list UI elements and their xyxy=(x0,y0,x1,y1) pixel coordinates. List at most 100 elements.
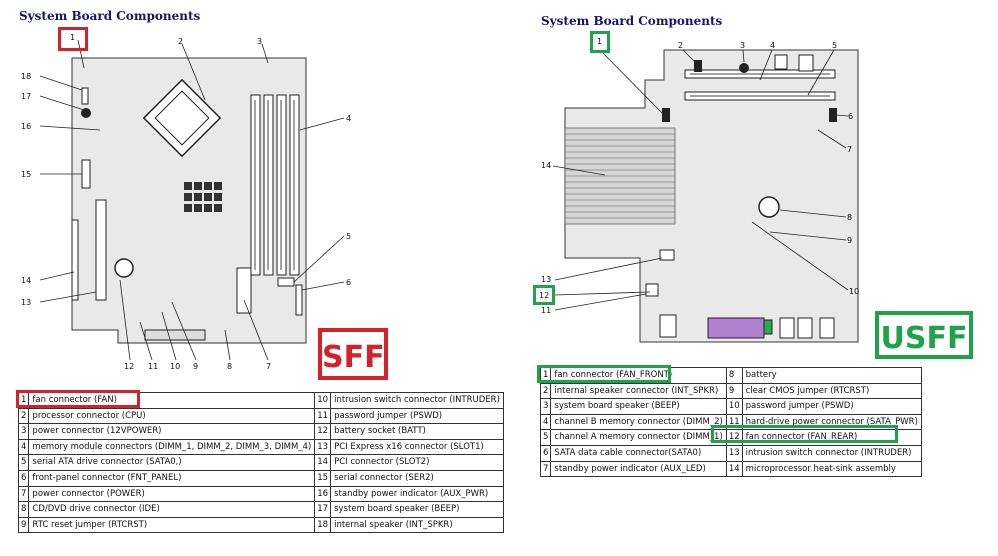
usff-callout-10: 10 xyxy=(849,287,859,296)
table-cell: 2 xyxy=(17,407,30,425)
table-cell: 3 xyxy=(17,423,30,440)
table-cell: internal speaker (INT_SPKR) xyxy=(330,516,504,534)
table-cell: 8 xyxy=(17,501,30,518)
usff-callout-13: 13 xyxy=(541,275,551,284)
table-cell: 12 xyxy=(314,423,332,440)
usff-callout-12: 12 xyxy=(539,291,549,300)
table-cell: 6 xyxy=(17,469,30,487)
table-cell: 5 xyxy=(17,454,30,471)
table-cell: 3 xyxy=(539,398,552,415)
usff-callout-3: 3 xyxy=(740,41,745,50)
usff-callout-4: 4 xyxy=(770,41,775,50)
table-cell: 18 xyxy=(314,516,332,534)
usff-callout-5: 5 xyxy=(832,41,837,50)
table-cell: 7 xyxy=(539,460,552,478)
sff-callout-8: 8 xyxy=(227,362,232,371)
table-cell: standby power indicator (AUX_PWR) xyxy=(330,485,504,503)
table-cell: 7 xyxy=(17,485,30,503)
sff-callout-6: 6 xyxy=(346,278,351,287)
usff-callout-1: 1 xyxy=(597,37,602,46)
usff-callout-1-highlight xyxy=(590,31,610,53)
table-cell: battery xyxy=(741,367,922,384)
sff-callout-9: 9 xyxy=(193,362,198,371)
table-cell: SATA data cable connector(SATA0) xyxy=(550,444,727,462)
cpu-socket xyxy=(142,78,222,158)
sff-callout-12: 12 xyxy=(124,362,134,371)
table-cell: RTC reset jumper (RTCRST) xyxy=(28,516,316,534)
table-cell: 9 xyxy=(725,382,743,400)
table-cell: standby power indicator (AUX_LED) xyxy=(550,460,727,478)
table-cell: 14 xyxy=(314,454,332,471)
usff-title: System Board Components xyxy=(541,14,723,28)
table-cell: CD/DVD drive connector (IDE) xyxy=(28,501,316,518)
table-cell: 13 xyxy=(725,444,743,462)
table-cell: 14 xyxy=(725,460,743,478)
usff-callout-9: 9 xyxy=(847,236,852,245)
usff-fan-front-row-highlight xyxy=(537,365,671,383)
table-cell: internal speaker connector (INT_SPKR) xyxy=(550,382,727,400)
usff-callout-2: 2 xyxy=(678,41,683,50)
table-cell: power connector (12VPOWER) xyxy=(28,423,316,440)
table-cell: 2 xyxy=(539,382,552,400)
sff-callout-14: 14 xyxy=(21,276,31,285)
table-cell: system board speaker (BEEP) xyxy=(550,398,727,415)
table-cell: 10 xyxy=(314,392,332,409)
usff-callout-11: 11 xyxy=(541,306,551,315)
table-cell: channel B memory connector (DIMM_2) xyxy=(550,413,727,431)
table-cell: 10 xyxy=(725,398,743,415)
table-cell: password jumper (PSWD) xyxy=(330,407,504,425)
sff-badge: SFF xyxy=(318,328,388,380)
sff-callout-17: 17 xyxy=(21,92,31,101)
table-cell: 6 xyxy=(539,444,552,462)
table-cell: 11 xyxy=(314,407,332,425)
table-cell: 4 xyxy=(539,413,552,431)
dimm-slots xyxy=(250,94,300,276)
table-cell: PCI Express x16 connector (SLOT1) xyxy=(330,438,504,456)
table-cell: intrusion switch connector (INTRUDER) xyxy=(330,392,504,409)
table-cell: password jumper (PSWD) xyxy=(741,398,922,415)
table-cell: serial connector (SER2) xyxy=(330,469,504,487)
sff-callout-10: 10 xyxy=(170,362,180,371)
sff-fan-row-highlight xyxy=(16,390,140,408)
sff-callout-18: 18 xyxy=(21,72,31,81)
table-cell: 9 xyxy=(17,516,30,534)
sff-title: System Board Components xyxy=(19,9,201,23)
sff-callout-13: 13 xyxy=(21,298,31,307)
sff-callout-1-highlight xyxy=(58,27,88,51)
usff-callout-12-highlight xyxy=(533,285,555,305)
usff-callout-7: 7 xyxy=(847,145,852,154)
table-cell: 13 xyxy=(314,438,332,456)
table-cell: 5 xyxy=(539,429,552,446)
sff-callout-2: 2 xyxy=(178,37,183,46)
chipset-block xyxy=(184,182,222,212)
usff-badge: USFF xyxy=(875,311,973,359)
table-cell: 16 xyxy=(314,485,332,503)
sff-callout-7: 7 xyxy=(266,362,271,371)
table-cell: intrusion switch connector (INTRUDER) xyxy=(741,444,922,462)
sff-callout-11: 11 xyxy=(148,362,158,371)
table-cell: power connector (POWER) xyxy=(28,485,316,503)
table-cell: 17 xyxy=(314,501,332,518)
heat-sink xyxy=(564,127,676,225)
sff-board: 1 2 3 4 5 6 7 8 9 10 11 12 13 14 15 16 1… xyxy=(21,33,351,371)
usff-board: 1 2 3 4 5 6 7 8 9 10 11 12 13 14 xyxy=(539,37,859,343)
table-cell: front-panel connector (FNT_PANEL) xyxy=(28,469,316,487)
usff-callout-14: 14 xyxy=(541,161,551,170)
table-cell: battery socket (BATT) xyxy=(330,423,504,440)
sff-callout-3: 3 xyxy=(257,37,262,46)
table-cell: clear CMOS jumper (RTCRST) xyxy=(741,382,922,400)
